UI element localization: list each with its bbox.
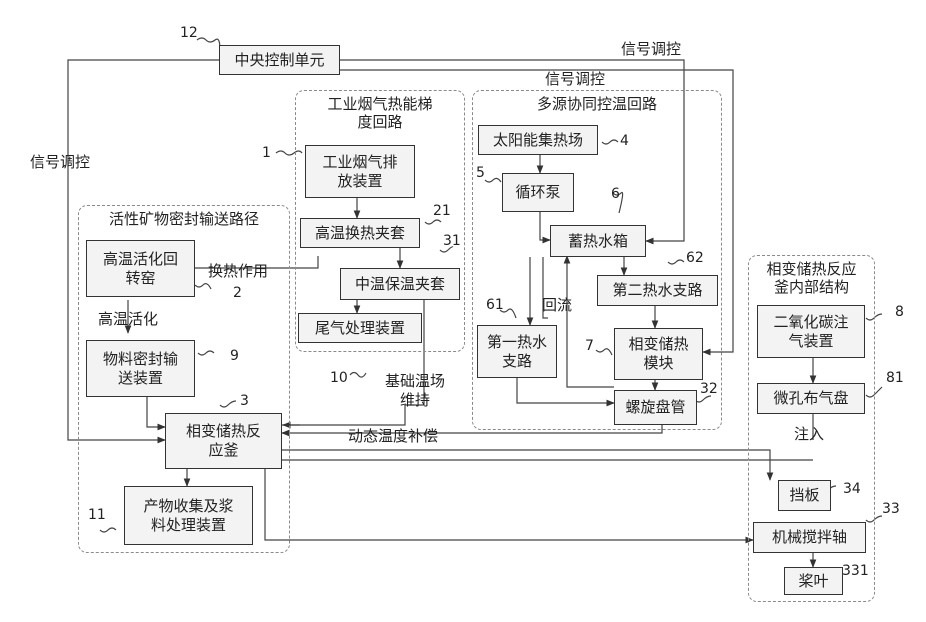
base-temp-label: 基础温场 维持 (385, 372, 445, 410)
ref-10: 10 (330, 370, 348, 386)
product-collection-device: 产物收集及浆 料处理装置 (124, 486, 253, 545)
high-temp-jacket: 高温换热夹套 (300, 218, 420, 248)
leader-12 (197, 38, 220, 50)
pcm-heat-storage-module: 相变储热 模块 (614, 328, 703, 380)
impeller-blade: 桨叶 (784, 567, 843, 595)
ref-7: 7 (585, 338, 594, 354)
ref-32: 32 (700, 381, 718, 397)
ref-1: 1 (262, 145, 271, 161)
signal-label-top2: 信号调控 (545, 70, 605, 89)
ref-6: 6 (611, 186, 620, 202)
circulation-pump: 循环泵 (502, 173, 574, 212)
group-mineral-title: 活性矿物密封输送路径 (79, 210, 289, 228)
ref-62: 62 (686, 250, 704, 266)
ref-34: 34 (843, 481, 861, 497)
first-hot-water-branch: 第一热水 支路 (477, 325, 557, 378)
signal-label-left: 信号调控 (30, 153, 90, 172)
pcm-reactor: 相变储热反 应釜 (165, 413, 282, 469)
spiral-coil: 螺旋盘管 (614, 390, 697, 425)
high-temp-rotary-kiln: 高温活化回 转窑 (86, 240, 195, 297)
micropore-gas-distributor: 微孔布气盘 (757, 383, 865, 414)
ref-12: 12 (180, 25, 198, 41)
ref-11: 11 (88, 507, 106, 523)
tail-gas-treatment: 尾气处理装置 (298, 313, 422, 343)
ref-8: 8 (895, 304, 904, 320)
heat-exchange-label: 换热作用 (208, 262, 268, 281)
ref-2: 2 (233, 285, 242, 301)
inject-label: 注入 (794, 425, 824, 444)
group-flue-gas-title: 工业烟气热能梯 度回路 (296, 95, 464, 131)
ref-81: 81 (886, 370, 904, 386)
second-hot-water-branch: 第二热水支路 (597, 275, 718, 306)
return-flow-label: 回流 (542, 296, 572, 315)
ref-21: 21 (433, 203, 451, 219)
mechanical-stirring-shaft: 机械搅拌轴 (753, 522, 866, 553)
signal-label-top1: 信号调控 (621, 40, 681, 59)
ref-9: 9 (230, 348, 239, 364)
leader-10 (350, 373, 366, 378)
reactor-to-baffle (282, 450, 770, 480)
ref-33: 33 (882, 501, 900, 517)
ref-331: 331 (842, 563, 869, 579)
material-sealed-conveyor: 物料密封输 送装置 (86, 340, 195, 397)
ref-5: 5 (476, 165, 485, 181)
flue-gas-emission-device: 工业烟气排 放装置 (305, 145, 415, 198)
baffle: 挡板 (778, 480, 831, 511)
ref-31: 31 (443, 233, 461, 249)
co2-injection-device: 二氧化碳注 气装置 (757, 305, 865, 358)
ref-4: 4 (620, 133, 629, 149)
mid-temp-jacket: 中温保温夹套 (340, 268, 460, 300)
dynamic-comp-label: 动态温度补偿 (348, 427, 438, 446)
group-multi-source-title: 多源协同控温回路 (473, 95, 721, 113)
ref-61: 61 (486, 297, 504, 313)
ref-3: 3 (240, 393, 249, 409)
heat-storage-tank: 蓄热水箱 (550, 225, 646, 257)
solar-collector-field: 太阳能集热场 (478, 125, 598, 155)
group-reactor-inner-title: 相变储热反应 釜内部结构 (749, 260, 874, 296)
central-control-unit: 中央控制单元 (219, 45, 340, 75)
high-activation-label: 高温活化 (98, 310, 158, 329)
reactor-to-shaft (265, 469, 753, 540)
